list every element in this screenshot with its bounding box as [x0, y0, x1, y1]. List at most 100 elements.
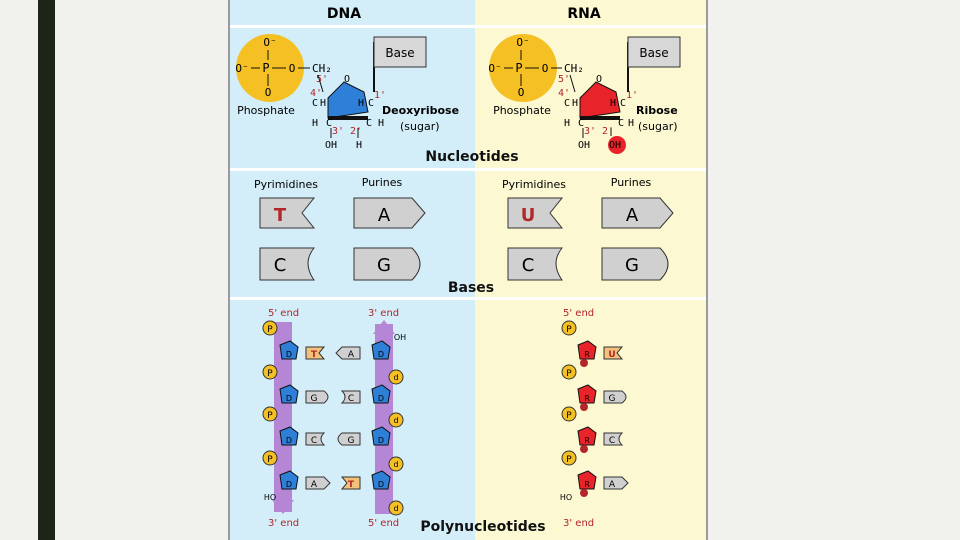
svg-text:H: H [312, 118, 318, 129]
svg-text:3' end: 3' end [368, 308, 399, 319]
svg-text:C: C [578, 118, 584, 129]
phosphate-label: Phosphate [237, 104, 295, 117]
deoxyribose-sugar [371, 470, 391, 490]
svg-text:(sugar): (sugar) [400, 120, 440, 133]
svg-text:C: C [366, 118, 372, 129]
svg-text:A: A [378, 205, 391, 226]
phosphate-label: d [393, 416, 398, 425]
svg-text:Pyrimidines: Pyrimidines [254, 178, 318, 191]
svg-text:1': 1' [374, 90, 386, 101]
sugar-label: R [584, 394, 590, 403]
svg-text:G: G [625, 255, 639, 276]
base-shape [305, 476, 331, 490]
deoxyribose-ring [327, 81, 369, 119]
dna-header: DNA [327, 6, 361, 22]
base-shape [335, 346, 361, 360]
phosphate-label: d [393, 373, 398, 382]
svg-text:C: C [620, 98, 626, 109]
phosphate-circle [561, 406, 577, 422]
svg-text:O: O [542, 62, 549, 75]
base-label: C [311, 436, 317, 446]
base-shape [340, 476, 361, 490]
phosphate-circle [489, 34, 557, 102]
phosphate-circle [388, 369, 404, 385]
rna-polynucleotide: 5' end 3' end [563, 308, 594, 529]
phosphate-circle [262, 450, 278, 466]
base-shape-a [353, 197, 426, 229]
nucleotides-title: Nucleotides [425, 149, 518, 165]
ribose-sugar [577, 470, 597, 490]
ho-label: HO [560, 493, 572, 502]
base-label: C [609, 436, 615, 446]
svg-text:Purines: Purines [611, 176, 652, 189]
svg-text:(sugar): (sugar) [638, 120, 678, 133]
deoxyribose-sugar [371, 384, 391, 404]
oh-dot [580, 359, 588, 367]
svg-text:C: C [326, 118, 332, 129]
phosphate-circle [262, 406, 278, 422]
phosphate-label: P [267, 369, 273, 379]
base-shape-c [507, 247, 564, 281]
deoxyribose-sugar [279, 470, 299, 490]
svg-text:3' end: 3' end [268, 518, 299, 529]
base-shape [603, 432, 624, 446]
slide-accent-bar [38, 0, 55, 540]
phosphate-circle [262, 364, 278, 380]
dna-base-box [373, 36, 427, 68]
sugar-label: D [286, 436, 292, 445]
svg-text:H: H [378, 118, 384, 129]
base-label: C [348, 394, 354, 404]
oh-dot [580, 445, 588, 453]
base-shape [305, 390, 329, 404]
phosphate-circle [561, 320, 577, 336]
svg-text:O: O [289, 62, 296, 75]
svg-text:4': 4' [310, 88, 322, 99]
phosphate-label: Phosphate [493, 104, 551, 117]
svg-text:2': 2' [350, 126, 362, 137]
deoxyribose-sugar [279, 384, 299, 404]
phosphate-label: P [566, 325, 572, 335]
base-label: G [348, 436, 355, 446]
svg-text:H: H [610, 98, 616, 109]
base-shape [340, 390, 361, 404]
svg-text:OH: OH [578, 140, 590, 151]
base-shape-t [259, 197, 316, 229]
dna-sugar-name: Deoxyribose [382, 104, 459, 117]
svg-text:C: C [368, 98, 374, 109]
base-shape [603, 476, 629, 490]
svg-text:H: H [320, 98, 326, 109]
sugar-label: R [584, 480, 590, 489]
phosphate-label: d [393, 504, 398, 513]
base-shape [603, 390, 627, 404]
phosphate-label: P [566, 455, 572, 465]
base-shape-a [601, 197, 674, 229]
svg-text:C: C [618, 118, 624, 129]
bases-title: Bases [448, 280, 494, 296]
base-label: A [348, 350, 355, 360]
svg-text:O⁻: O⁻ [263, 36, 276, 49]
sugar-label: R [584, 436, 590, 445]
svg-text:O⁻: O⁻ [235, 62, 248, 75]
base-label: T [311, 350, 318, 360]
phosphate-label: P [566, 411, 572, 421]
sugar-label: D [286, 394, 292, 403]
svg-text:H: H [356, 140, 362, 151]
base-label: G [609, 394, 616, 404]
rna-nucleotide: O⁻ P O⁻ O O Phosphate CH₂ 5' O 4' C H H … [488, 34, 681, 154]
phosphate-label: P [267, 325, 273, 335]
svg-text:O: O [265, 86, 272, 99]
phosphate-circle [236, 34, 304, 102]
svg-text:O: O [344, 74, 350, 85]
svg-text:C: C [312, 98, 318, 109]
sugar-label: D [286, 350, 292, 359]
svg-text:P: P [515, 61, 522, 75]
phosphate-circle [388, 500, 404, 516]
svg-text:CH₂: CH₂ [564, 62, 584, 75]
svg-text:5': 5' [316, 74, 328, 85]
deoxyribose-sugar [279, 340, 299, 360]
svg-text:H: H [358, 98, 364, 109]
svg-text:OH: OH [325, 140, 337, 151]
base-label: G [311, 394, 318, 404]
ribose-sugar [577, 384, 597, 404]
